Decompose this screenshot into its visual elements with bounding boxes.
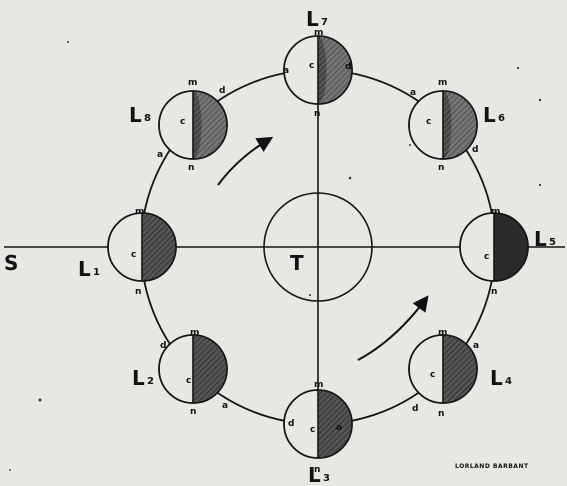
moon-point-c: c <box>131 250 136 260</box>
moon-label-letter: L <box>534 227 547 251</box>
moon-point-m: m <box>491 207 500 217</box>
moon-label-letter: L <box>306 7 319 31</box>
moon-dark-half <box>494 213 528 281</box>
moon-label-letter: L <box>132 366 145 390</box>
moon-label-number: 4 <box>505 376 512 387</box>
moon-label-letter: L <box>308 463 321 486</box>
moon-point-m: m <box>190 328 199 338</box>
moon-label-letter: L <box>78 257 91 281</box>
moon-point-n: n <box>491 287 497 297</box>
moon-dark-half <box>443 335 477 403</box>
moon-label-number: 5 <box>549 237 556 248</box>
moon-point-d: d <box>412 404 418 414</box>
moon-point-d: d <box>219 86 225 96</box>
moon-label-number: 6 <box>498 113 505 124</box>
moon-point-n: n <box>438 409 444 419</box>
orbit-direction-arrow-upper <box>218 140 268 185</box>
moon-point-c: c <box>309 61 314 71</box>
moon-point-a: a <box>410 88 416 98</box>
moon-label-number: 3 <box>323 473 330 484</box>
moon-point-d: d <box>288 419 294 429</box>
moon-dark-half <box>142 213 176 281</box>
moon-point-n: n <box>135 287 141 297</box>
moon-label-number: 7 <box>321 17 328 28</box>
moon-point-m: m <box>438 78 447 88</box>
engraver-credit: LORLAND BARBANT <box>455 463 529 470</box>
moon-point-c: c <box>426 117 431 127</box>
moon-point-m: m <box>314 380 323 390</box>
moon-label-number: 2 <box>147 376 154 387</box>
moon-point-a: a <box>336 423 342 433</box>
moon-point-n: n <box>438 163 444 173</box>
moon-point-n: n <box>314 109 320 119</box>
moon-dark-half <box>193 335 227 403</box>
moon-label-letter: L <box>490 366 503 390</box>
moon-point-c: c <box>180 117 185 127</box>
moon-point-m: m <box>188 78 197 88</box>
moon-dark-half <box>318 390 352 458</box>
moon-point-a: a <box>222 401 228 411</box>
moon-point-c: c <box>484 252 489 262</box>
moon-point-m: m <box>135 207 144 217</box>
moon-point-c: c <box>310 425 315 435</box>
moon-point-n: n <box>188 163 194 173</box>
moon-label-number: 1 <box>93 267 100 278</box>
moon-point-m: m <box>438 328 447 338</box>
moon-point-d: d <box>472 145 478 155</box>
moon-point-a: a <box>283 66 289 76</box>
moon-point-d: d <box>345 62 351 72</box>
sun-label: S <box>4 251 18 275</box>
moon-point-a: a <box>157 150 163 160</box>
moon-label-letter: L <box>129 103 142 127</box>
moon-label-letter: L <box>483 103 496 127</box>
moon-label-number: 8 <box>144 113 151 124</box>
earth-label: T <box>290 251 304 275</box>
moon-point-a: a <box>473 341 479 351</box>
moon-point-c: c <box>430 370 435 380</box>
moon-point-n: n <box>190 407 196 417</box>
moon-point-c: c <box>186 376 191 386</box>
moon-point-d: d <box>160 341 166 351</box>
